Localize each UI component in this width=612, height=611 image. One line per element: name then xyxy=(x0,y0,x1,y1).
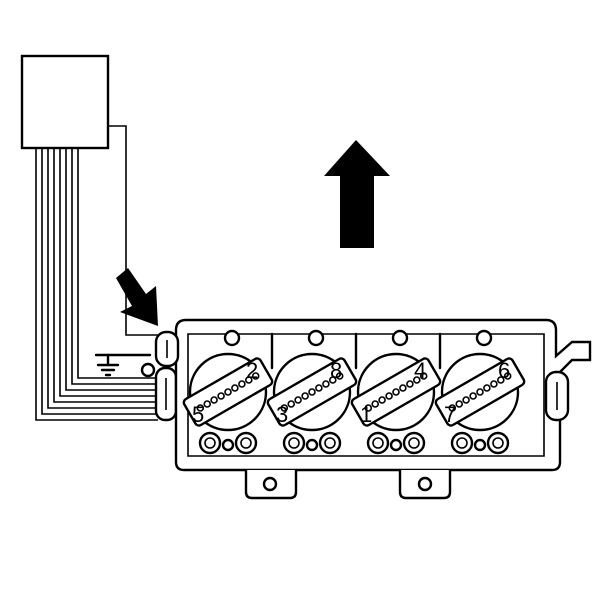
tower xyxy=(282,431,306,455)
cylinder-label-top: 6 xyxy=(498,358,510,383)
tower-core xyxy=(408,437,420,449)
cylinder-label-top: 2 xyxy=(246,358,258,383)
cylinder-label-bottom: 3 xyxy=(276,402,288,427)
tower-core xyxy=(456,437,468,449)
coil: 25 xyxy=(182,352,274,455)
terminal-dot xyxy=(245,376,253,384)
coil: 67 xyxy=(434,352,526,455)
terminal-dot xyxy=(238,380,246,388)
terminal-dot xyxy=(496,376,505,384)
terminal-dot xyxy=(224,388,232,396)
cylinder-label-top: 4 xyxy=(414,358,426,383)
terminal-dot xyxy=(315,384,323,392)
terminal-dot xyxy=(308,388,316,396)
terminal-dot xyxy=(364,404,373,412)
tower-pin xyxy=(473,438,487,452)
coil-tab xyxy=(350,357,442,427)
arrow-down-right-icon xyxy=(116,268,158,326)
coil: 41 xyxy=(350,352,442,455)
terminal-dot xyxy=(371,400,380,408)
terminal-dot xyxy=(328,376,337,384)
terminal-dot xyxy=(406,380,414,388)
tower xyxy=(402,431,426,455)
terminal-dot xyxy=(455,400,464,408)
ground-symbol-icon xyxy=(94,353,156,378)
terminal-dot xyxy=(322,380,330,388)
terminal-dot xyxy=(335,372,344,380)
tower-core xyxy=(372,437,384,449)
terminal-dot xyxy=(419,372,428,380)
tower-core xyxy=(240,437,252,449)
terminal-dot xyxy=(301,392,309,400)
tower-pin xyxy=(389,438,403,452)
terminal-dot xyxy=(196,404,205,412)
coil: 83 xyxy=(266,352,358,455)
terminal-dot xyxy=(503,372,512,380)
terminal-dot xyxy=(462,396,470,404)
terminal-dot xyxy=(399,384,407,392)
tower-pin xyxy=(305,438,319,452)
cylinder-label-bottom: 5 xyxy=(192,402,204,427)
terminal-dot xyxy=(412,376,421,384)
terminal-dot xyxy=(217,392,225,400)
coil-tab xyxy=(266,357,358,427)
terminal-dot xyxy=(294,396,302,404)
tower-core xyxy=(204,437,216,449)
terminal-dot xyxy=(483,384,491,392)
cylinder-label-top: 8 xyxy=(330,358,342,383)
tower-core xyxy=(288,437,300,449)
tower-core xyxy=(492,437,504,449)
terminal-dot xyxy=(287,400,296,408)
terminal-dot xyxy=(385,392,393,400)
terminal-dot xyxy=(476,388,484,396)
terminal-dot xyxy=(490,380,498,388)
cylinder-label-bottom: 7 xyxy=(444,402,456,427)
tower xyxy=(366,431,390,455)
tower xyxy=(234,431,258,455)
tower xyxy=(198,431,222,455)
coil-tab xyxy=(434,357,526,427)
terminal-dot xyxy=(231,384,239,392)
arrow-up-icon xyxy=(324,140,390,248)
terminal-dot xyxy=(210,396,218,404)
tower xyxy=(450,431,474,455)
terminal-dot xyxy=(469,392,477,400)
tower xyxy=(486,431,510,455)
tower xyxy=(318,431,342,455)
terminal-dot xyxy=(448,404,457,412)
terminal-dot xyxy=(392,388,400,396)
cylinder-label-bottom: 1 xyxy=(360,402,372,427)
terminal-dot xyxy=(280,404,289,412)
module-box xyxy=(20,54,110,150)
terminal-dot xyxy=(203,400,211,408)
terminal-dot xyxy=(251,372,260,380)
tower-pin xyxy=(221,438,235,452)
coil-tab xyxy=(182,357,274,427)
tower-core xyxy=(324,437,336,449)
terminal-dot xyxy=(378,396,386,404)
